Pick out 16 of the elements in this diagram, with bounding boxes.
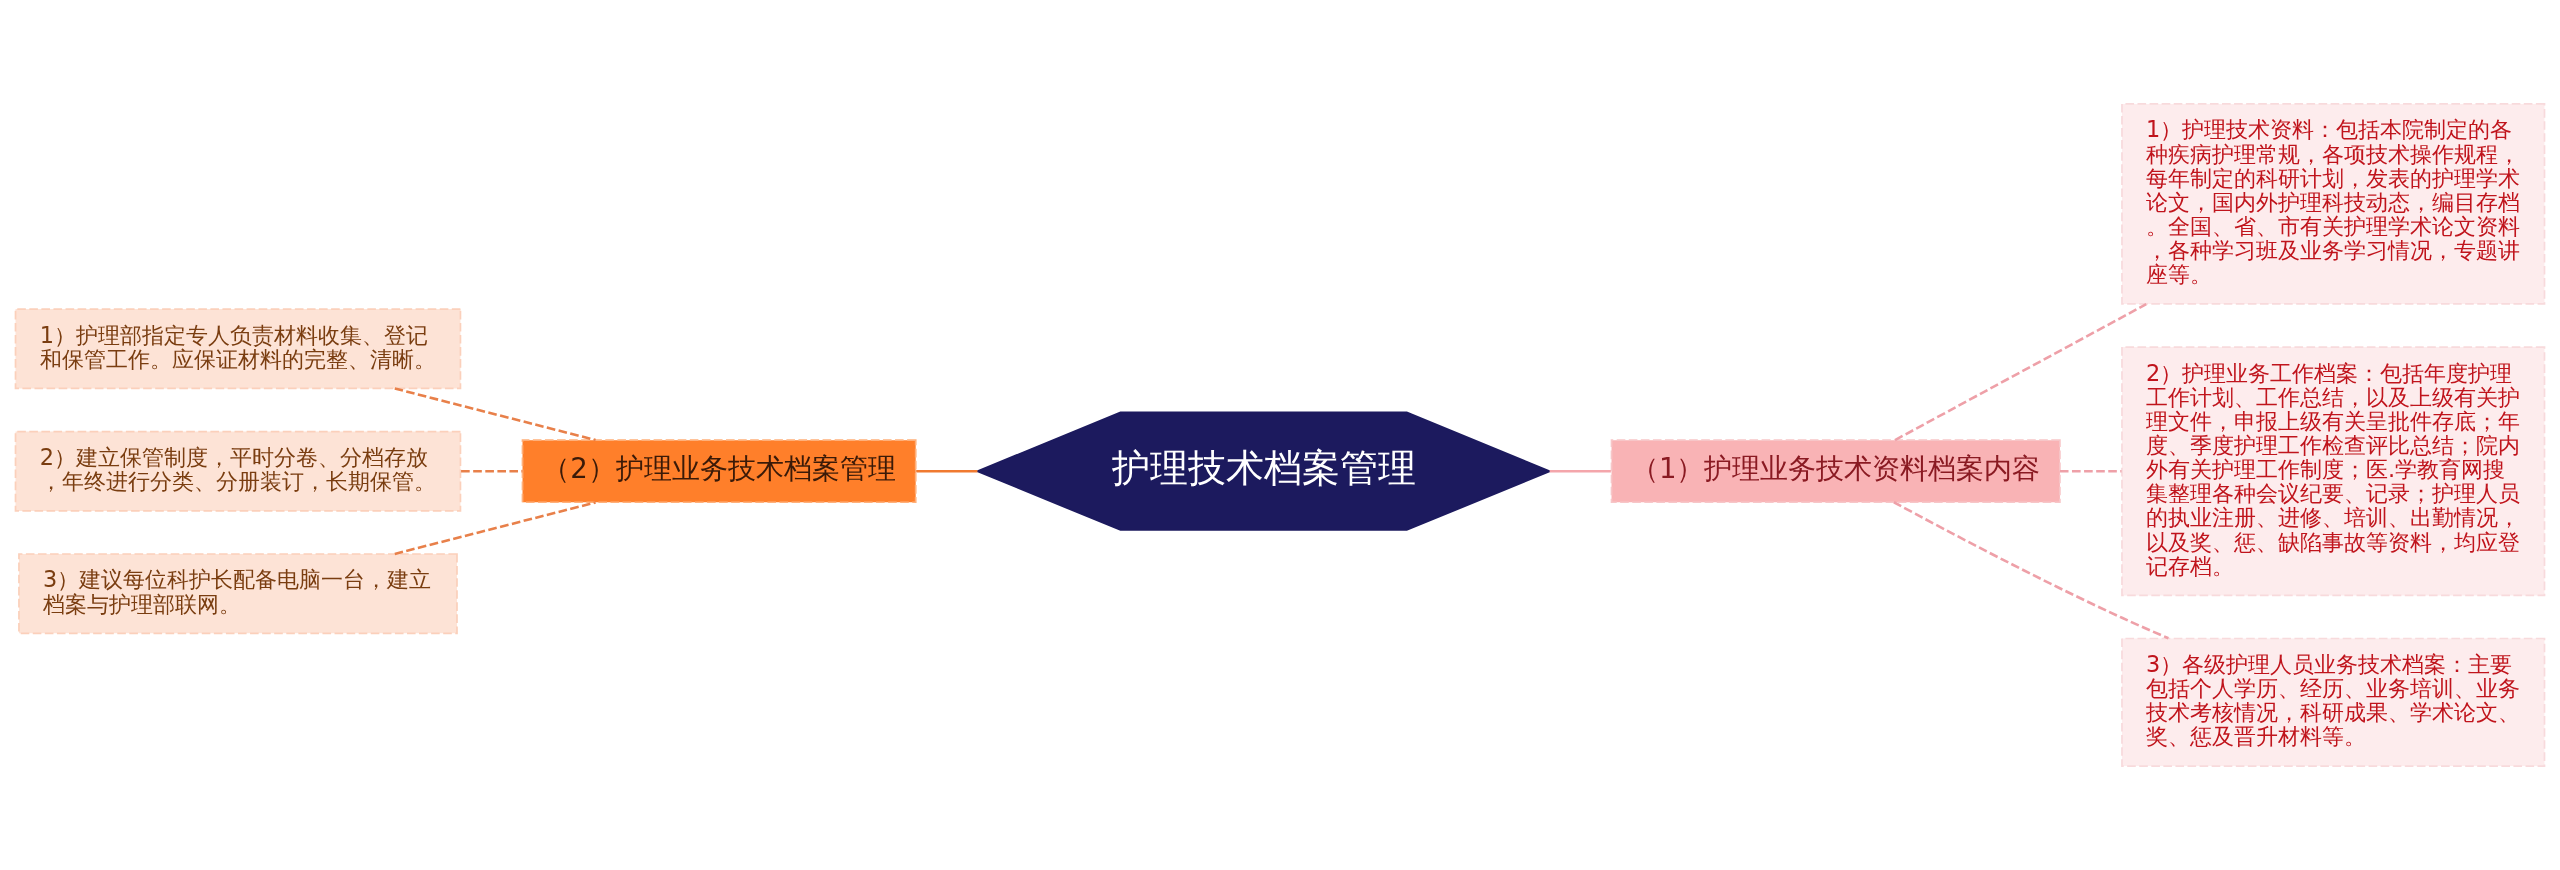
connector bbox=[1893, 501, 2169, 640]
connector bbox=[461, 469, 523, 473]
node-box: 1）护理技术资料：包括本院制定的各种疾病护理常规，各项技术操作规程，每年制定的科研计划，发表的护理学术论文，国内外护理科技动态，编目存档。全国、省、市有关护理学术论文资料，各种学习班及业务学习情况，专题讲座等。 bbox=[2121, 103, 2546, 305]
connector bbox=[2059, 469, 2122, 473]
connector bbox=[1549, 469, 1611, 473]
node-box: 1）护理部指定专人负责材料收集、登记和保管工作。应保证材料的完整、清晰。 bbox=[14, 308, 462, 390]
node-box: 2）护理业务工作档案：包括年度护理工作计划、工作总结，以及上级有关护理文件，申报上级有关呈批件存底；年度、季度护理工作检查评比总结；院内外有关护理工作制度；医.学教育网搜集整理各种会议纪要、记录；护理人员的执业注册、进修、培训、出勤情况，以及奖、惩、缺陷事故等资料，均应登记存档。 bbox=[2121, 346, 2546, 597]
connector bbox=[394, 501, 596, 556]
connector bbox=[394, 387, 596, 442]
node-box: 2）建立保管制度，平时分卷、分档存放，年终进行分类、分册装订，长期保管。 bbox=[14, 430, 462, 512]
node-box: （1）护理业务技术资料档案内容 bbox=[1610, 439, 2061, 504]
connector bbox=[1894, 303, 2147, 442]
node-box: （2）护理业务技术档案管理 bbox=[521, 439, 917, 504]
node-box: 3）各级护理人员业务技术档案：主要包括个人学历、经历、业务培训、业务技术考核情况，科研成果、学术论文、奖、惩及晋升材料等。 bbox=[2121, 637, 2546, 767]
connector bbox=[916, 469, 978, 473]
node-box: 3）建议每位科护长配备电脑一台，建立档案与护理部联网。 bbox=[18, 553, 458, 635]
